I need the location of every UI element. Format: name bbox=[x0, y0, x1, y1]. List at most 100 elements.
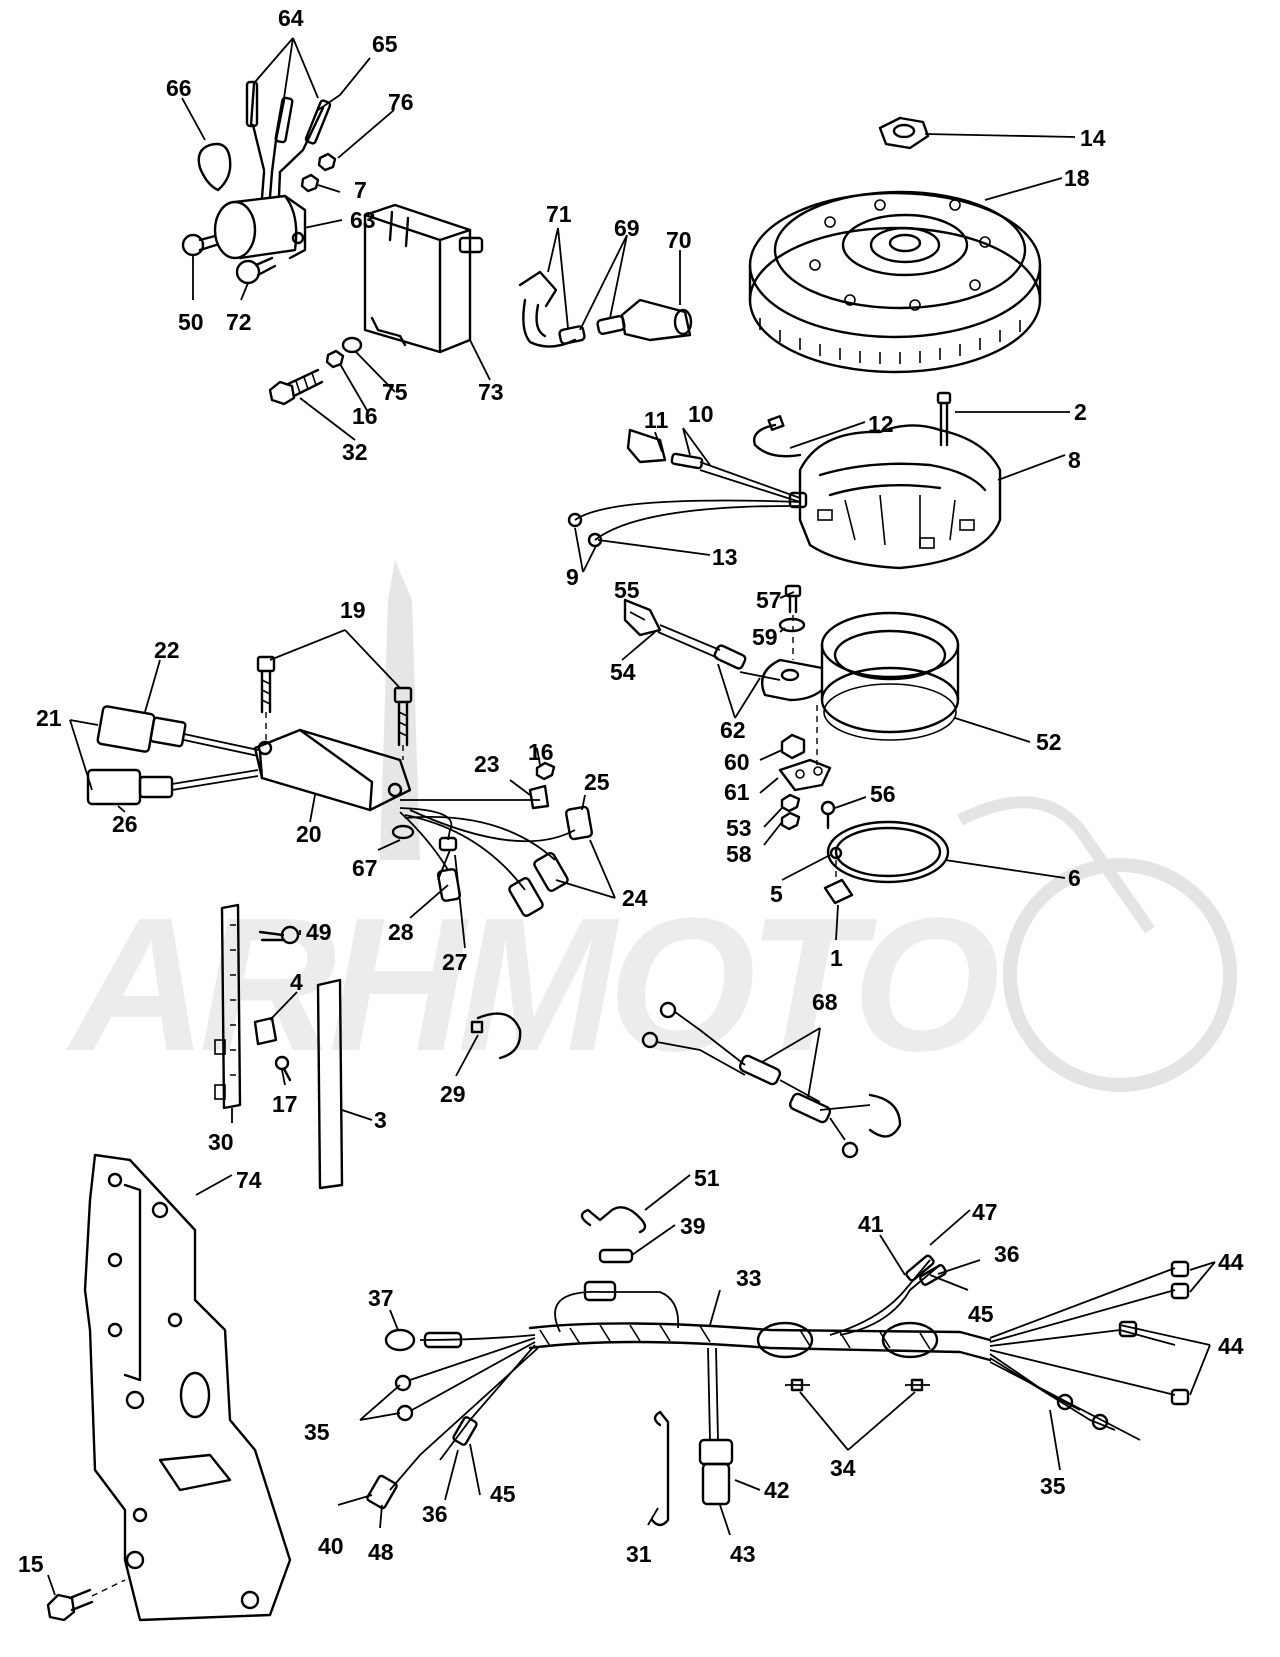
mounting-bracket-74 bbox=[83, 1153, 292, 1622]
leader-lines bbox=[47, 37, 1216, 1596]
callout-73: 73 bbox=[478, 379, 504, 405]
callout-65: 65 bbox=[372, 31, 398, 57]
connector-22 bbox=[96, 705, 259, 757]
callout-2: 2 bbox=[1074, 399, 1087, 425]
callout-23: 23 bbox=[474, 751, 500, 777]
callout-10: 10 bbox=[688, 401, 714, 427]
callout-45a: 45 bbox=[968, 1301, 994, 1327]
screw-2 bbox=[936, 391, 952, 447]
solenoid-63 bbox=[213, 170, 307, 260]
wiring-harness-33 bbox=[366, 1254, 1190, 1510]
callout-75: 75 bbox=[382, 379, 408, 405]
callout-44b: 44 bbox=[1218, 1333, 1244, 1359]
fuse-39 bbox=[598, 1248, 634, 1264]
callout-69: 69 bbox=[614, 215, 640, 241]
callout-8: 8 bbox=[1068, 447, 1081, 473]
nut-7 bbox=[300, 173, 320, 193]
screw-15 bbox=[46, 1579, 126, 1622]
callout-32: 32 bbox=[342, 439, 368, 465]
callout-64: 64 bbox=[278, 5, 304, 31]
callout-67: 67 bbox=[352, 855, 378, 881]
stator-8 bbox=[798, 424, 1002, 570]
nut-60 bbox=[780, 733, 806, 760]
callout-49: 49 bbox=[306, 919, 332, 945]
callout-7: 7 bbox=[354, 177, 367, 203]
callout-62: 62 bbox=[720, 717, 746, 743]
callout-24: 24 bbox=[622, 885, 648, 911]
callout-68: 68 bbox=[812, 989, 838, 1015]
grommet-67 bbox=[391, 824, 415, 840]
callout-51: 51 bbox=[694, 1165, 720, 1191]
nut-16b bbox=[535, 761, 556, 781]
screw-5 bbox=[829, 846, 843, 880]
screw-17 bbox=[274, 1055, 292, 1082]
callout-33: 33 bbox=[736, 1265, 762, 1291]
callout-57: 57 bbox=[756, 587, 782, 613]
callout-26: 26 bbox=[112, 811, 138, 837]
screw-49 bbox=[258, 925, 300, 945]
bolts-19 bbox=[256, 655, 413, 760]
callout-52: 52 bbox=[1036, 729, 1062, 755]
callout-4: 4 bbox=[290, 969, 303, 995]
watermark-text: ARHMOTO bbox=[66, 879, 997, 1091]
callout-74: 74 bbox=[236, 1167, 262, 1193]
callout-16a: 16 bbox=[352, 403, 378, 429]
callout-12: 12 bbox=[868, 411, 894, 437]
callout-48: 48 bbox=[368, 1539, 394, 1565]
diodes-34 bbox=[785, 1378, 930, 1392]
washer-75 bbox=[341, 336, 363, 354]
callout-47: 47 bbox=[972, 1199, 998, 1225]
clip-1 bbox=[823, 878, 854, 905]
watermark: ARHMOTO bbox=[66, 560, 1237, 1092]
callout-71: 71 bbox=[546, 201, 572, 227]
nut-53 bbox=[780, 793, 801, 813]
terminal-board-30 bbox=[214, 903, 242, 1110]
callout-21: 21 bbox=[36, 705, 62, 731]
nut-76 bbox=[317, 152, 337, 172]
connector-26 bbox=[86, 768, 259, 806]
callout-54: 54 bbox=[610, 659, 636, 685]
clip-4 bbox=[253, 1016, 278, 1046]
retaining-ring-6 bbox=[826, 820, 950, 884]
callout-16b: 16 bbox=[528, 739, 554, 765]
clip-31 bbox=[650, 1410, 670, 1527]
callout-60: 60 bbox=[724, 749, 750, 775]
nut-58 bbox=[780, 811, 801, 831]
callout-36a: 36 bbox=[994, 1241, 1020, 1267]
callout-9: 9 bbox=[566, 564, 579, 590]
callout-50: 50 bbox=[178, 309, 204, 335]
power-pack-20 bbox=[253, 728, 412, 812]
callout-42: 42 bbox=[764, 1477, 790, 1503]
screw-56 bbox=[820, 800, 836, 830]
callout-28: 28 bbox=[388, 919, 414, 945]
callout-55: 55 bbox=[614, 577, 640, 603]
bracket-61 bbox=[778, 758, 832, 792]
callout-76: 76 bbox=[388, 89, 414, 115]
callout-18: 18 bbox=[1064, 165, 1090, 191]
stator-leads bbox=[567, 428, 808, 548]
flywheel-18 bbox=[748, 190, 1042, 374]
callout-43: 43 bbox=[730, 1541, 756, 1567]
callout-34: 34 bbox=[830, 1455, 856, 1481]
callout-3: 3 bbox=[374, 1107, 387, 1133]
cable-tie-12 bbox=[753, 415, 802, 458]
callout-41: 41 bbox=[858, 1211, 884, 1237]
callout-20: 20 bbox=[296, 821, 322, 847]
callout-72: 72 bbox=[226, 309, 252, 335]
callout-11: 11 bbox=[644, 407, 669, 433]
timer-base-52 bbox=[739, 611, 960, 741]
callout-1: 1 bbox=[830, 945, 843, 971]
callout-15: 15 bbox=[18, 1551, 44, 1577]
callout-40: 40 bbox=[318, 1533, 344, 1559]
sensor-leads-54-55 bbox=[623, 598, 747, 670]
callout-17: 17 bbox=[272, 1091, 298, 1117]
callout-13: 13 bbox=[712, 544, 738, 570]
bolt-32 bbox=[268, 368, 324, 406]
leads-24-25-27-28 bbox=[399, 799, 594, 917]
spark-plug-boot-70 bbox=[620, 298, 693, 342]
callout-63: 63 bbox=[350, 207, 376, 233]
screw-57 bbox=[784, 584, 802, 614]
callout-35a: 35 bbox=[304, 1419, 330, 1445]
callout-35b: 35 bbox=[1040, 1473, 1066, 1499]
